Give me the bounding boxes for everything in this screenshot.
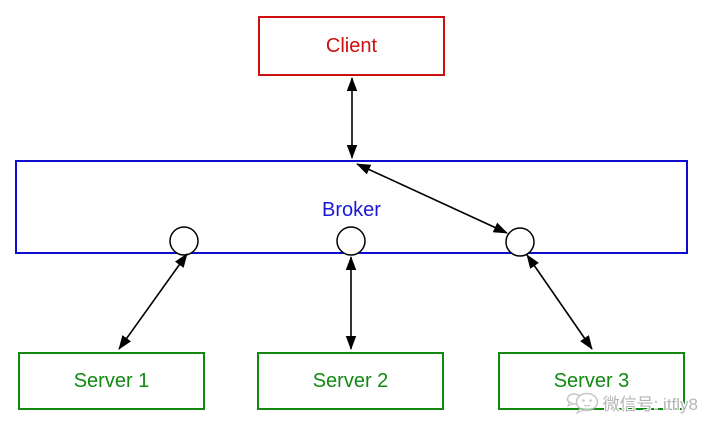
broker-node: Broker bbox=[15, 160, 688, 254]
wechat-icon bbox=[566, 392, 598, 415]
server3-label: Server 3 bbox=[553, 369, 630, 392]
watermark-text: 微信号: itfly8 bbox=[602, 394, 698, 414]
edge-port1-server1 bbox=[118, 253, 188, 350]
edge-port3-server3 bbox=[526, 254, 593, 350]
broker-label: Broker bbox=[322, 199, 381, 221]
client-node: Client bbox=[258, 16, 445, 76]
server1-node: Server 1 bbox=[18, 352, 205, 410]
watermark: 微信号: itfly8 bbox=[566, 389, 698, 415]
server1-label: Server 1 bbox=[73, 369, 150, 392]
server2-label: Server 2 bbox=[312, 369, 389, 392]
client-label: Client bbox=[325, 34, 378, 57]
server2-node: Server 2 bbox=[257, 352, 444, 410]
